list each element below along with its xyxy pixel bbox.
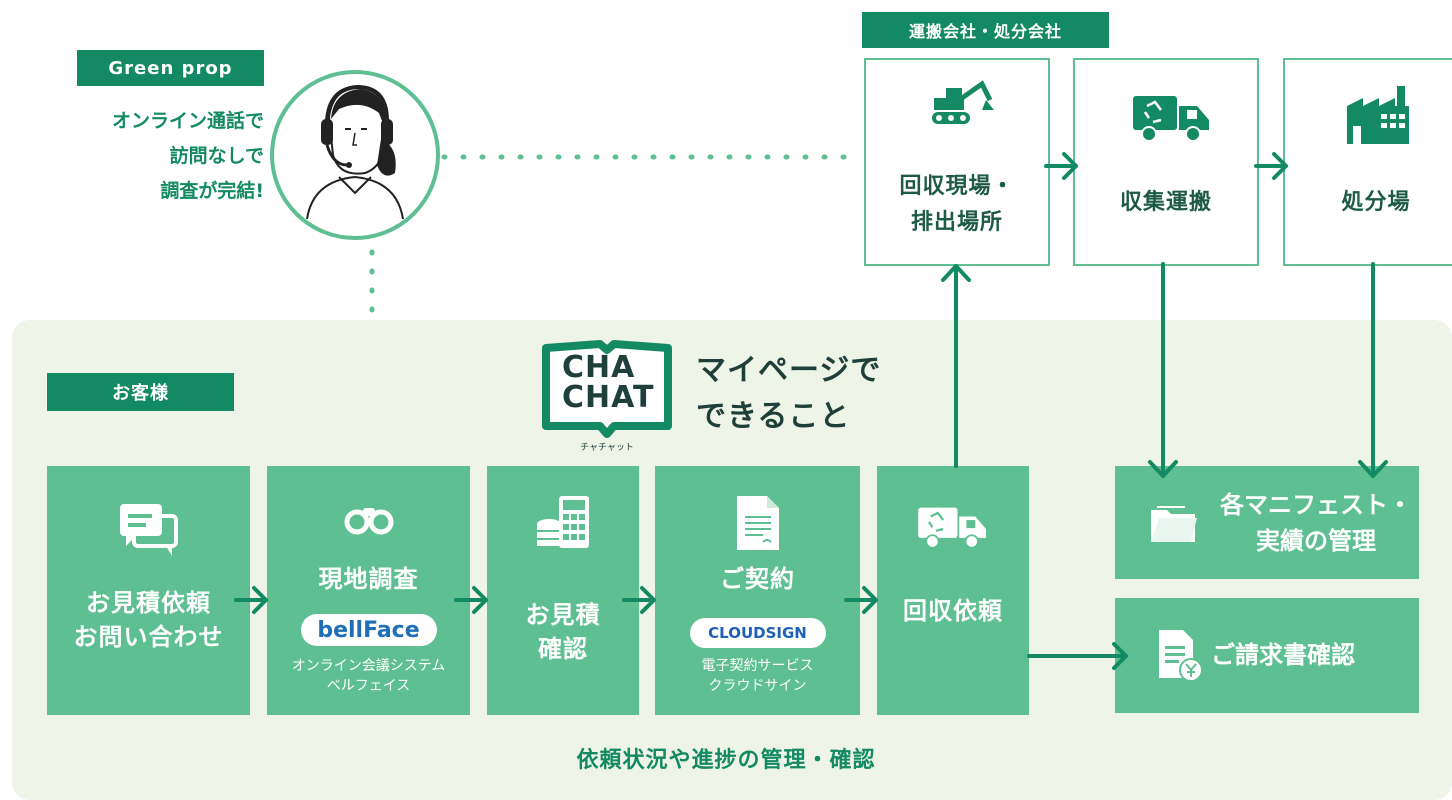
mypage-heading-line-2: できること — [696, 399, 851, 434]
step-contract: ご契約 CLOUDSIGN 電子契約サービス クラウドサイン — [655, 466, 860, 715]
arrow-right-icon — [622, 586, 656, 614]
calculator-icon — [537, 496, 589, 548]
logo-line-2: CHAT — [562, 380, 655, 415]
arrow-right-icon — [1044, 152, 1078, 180]
footer-caption: 依頼状況や進捗の管理・確認 — [576, 748, 876, 773]
document-icon — [736, 496, 779, 550]
company-transport-line-1: 収集運搬 — [1119, 190, 1212, 215]
folder-icon — [1151, 506, 1197, 542]
company-box-disposal: 処分場 — [1283, 58, 1452, 266]
excavator-icon — [932, 80, 994, 124]
recycle-truck-icon — [1133, 96, 1209, 142]
green-prop-line-1: オンライン通話で — [111, 110, 264, 132]
step-4-sub-1: 電子契約サービス — [701, 658, 814, 674]
bellface-logo: bellFace — [300, 614, 437, 646]
green-prop-tag: Green prop — [77, 50, 264, 86]
step-1-line-1: お見積依頼 — [86, 589, 211, 617]
result-manifest: 各マニフェスト・ 実績の管理 — [1115, 466, 1419, 579]
step-4-sub-2: クラウドサイン — [708, 678, 807, 694]
company-site-line-1: 回収現場・ — [899, 174, 1015, 199]
green-prop-line-2: 訪問なしで — [169, 145, 264, 167]
chachat-logo: CHA CHAT チャチャット — [540, 340, 674, 458]
step-collection-request: 回収依頼 — [877, 466, 1029, 715]
step-5-line-1: 回収依頼 — [903, 597, 1003, 625]
step-1-line-2: お問い合わせ — [73, 623, 224, 651]
result-2-line-1: ご請求書確認 — [1211, 641, 1355, 669]
bellface-logo-text: bellFace — [317, 617, 420, 643]
step-3-line-2: 確認 — [538, 635, 588, 663]
factory-icon — [1347, 86, 1409, 144]
customer-tag: お客様 — [47, 373, 234, 411]
arrow-down-icon — [1358, 262, 1388, 478]
company-disposal-line-1: 処分場 — [1341, 190, 1411, 215]
logo-kana: チャチャット — [580, 443, 634, 453]
companies-tag: 運搬会社・処分会社 — [862, 12, 1109, 48]
company-site-line-2: 排出場所 — [910, 210, 1003, 235]
company-box-site: 回収現場・ 排出場所 — [864, 58, 1050, 266]
step-estimate-confirm: お見積 確認 — [487, 466, 639, 715]
step-2-sub-2: ベルフェイス — [326, 678, 411, 694]
arrow-right-icon — [1254, 152, 1288, 180]
chat-icon — [119, 504, 178, 556]
cloudsign-logo-text: CLOUDSIGN — [708, 624, 807, 642]
arrow-right-icon — [454, 586, 488, 614]
step-estimate-request: お見積依頼 お問い合わせ — [47, 466, 250, 715]
result-1-line-1: 各マニフェスト・ — [1220, 491, 1412, 519]
step-2-line-1: 現地調査 — [318, 565, 419, 593]
step-4-line-1: ご契約 — [720, 565, 795, 593]
cloudsign-logo: CLOUDSIGN — [689, 618, 826, 648]
result-invoice: ご請求書確認 — [1115, 598, 1419, 713]
logo-line-1: CHA — [562, 350, 636, 385]
mypage-heading-line-1: マイページで — [696, 353, 882, 388]
operator-avatar — [270, 70, 440, 240]
result-1-line-2: 実績の管理 — [1256, 527, 1376, 555]
arrow-right-icon — [844, 586, 878, 614]
book-icon — [542, 340, 672, 438]
green-prop-line-3: 調査が完結! — [160, 180, 264, 202]
step-site-survey: 現地調査 bellFace オンライン会議システム ベルフェイス — [267, 466, 470, 715]
recycle-truck-icon — [918, 507, 987, 549]
step-3-line-1: お見積 — [525, 601, 601, 629]
arrow-right-icon — [1027, 642, 1128, 670]
company-box-transport: 収集運搬 — [1073, 58, 1259, 266]
binoculars-icon — [344, 508, 393, 535]
green-prop-text: オンライン通話で 訪問なしで 調査が完結! — [112, 104, 264, 209]
step-2-sub-1: オンライン会議システム — [291, 658, 446, 674]
invoice-yen-icon — [1159, 630, 1203, 682]
mypage-heading: マイページで できること — [696, 348, 881, 440]
arrow-right-icon — [234, 586, 268, 614]
arrow-up-icon — [941, 264, 971, 468]
arrow-down-icon — [1148, 262, 1178, 478]
